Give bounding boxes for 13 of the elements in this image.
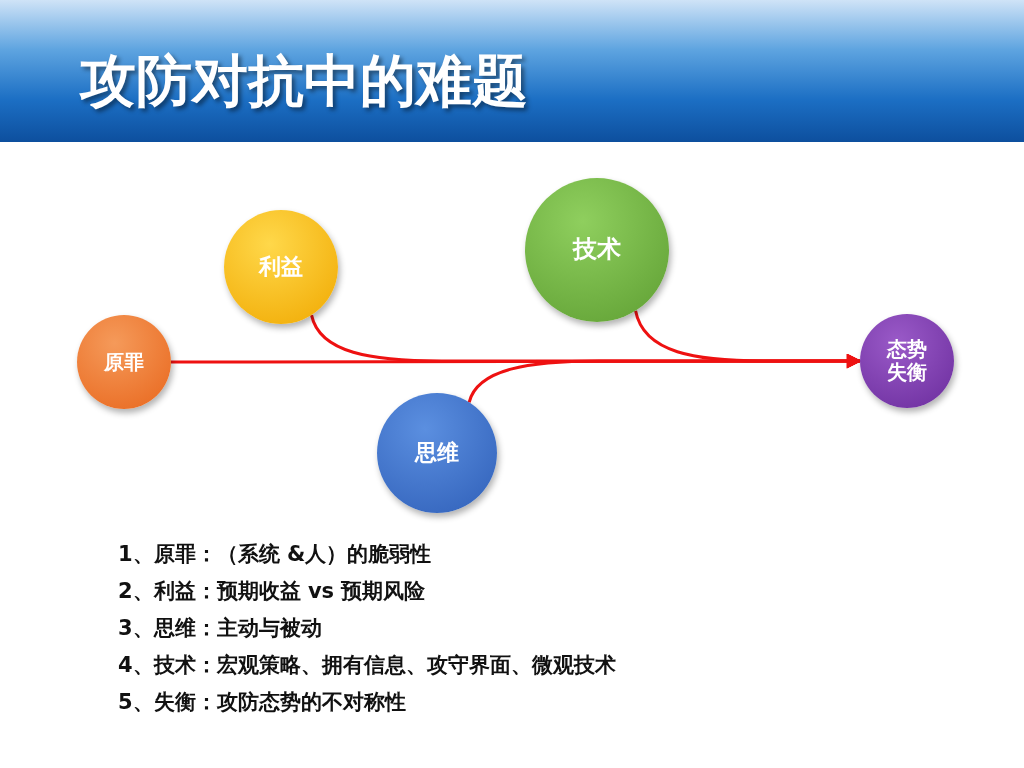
slide-title: 攻防对抗中的难题 [80,47,528,115]
list-item: 2、利益：预期收益 vs 预期风险 [118,578,427,605]
list-item: 4、技术：宏观策略、拥有信息、攻守界面、微观技术 [118,652,616,679]
list-item: 1、原罪：（系统 &人）的脆弱性 [118,541,433,568]
list-item: 5、失衡：攻防态势的不对称性 [118,689,407,716]
circle-node [860,314,954,408]
circle-node [77,315,171,409]
node-label: 利益 [259,254,303,280]
node-label: 态势失衡 [885,338,928,384]
node-label: 思维 [415,440,459,466]
node-label: 原罪 [104,350,144,374]
list-item: 3、思维：主动与被动 [118,615,323,642]
node-label: 技术 [573,236,621,264]
